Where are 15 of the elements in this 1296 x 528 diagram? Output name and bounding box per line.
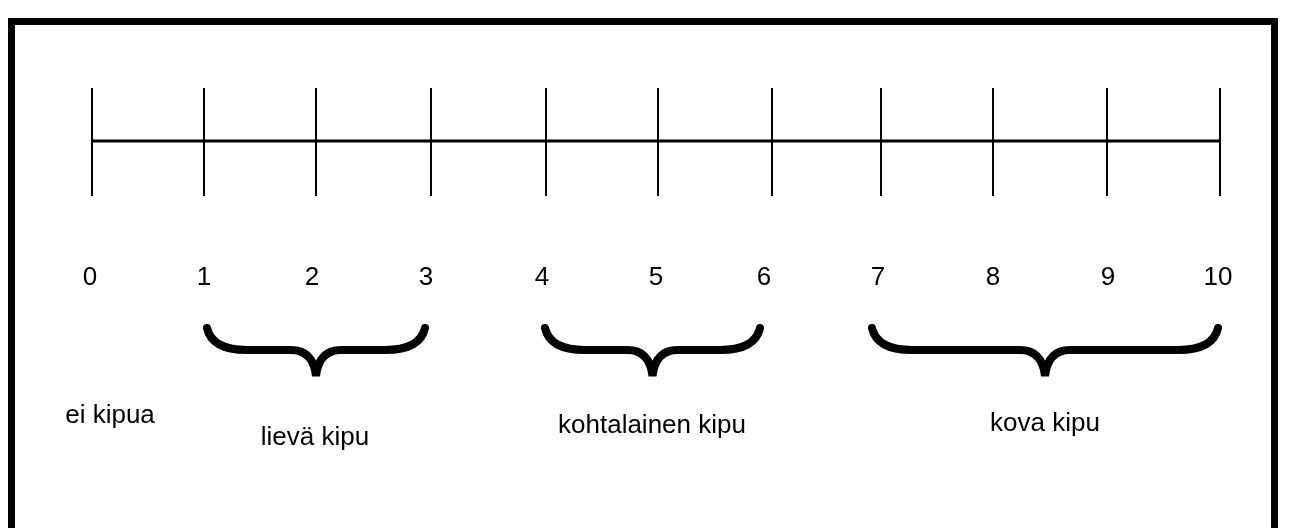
scale-number: 0: [82, 260, 98, 293]
pain-level-label: lievä kipu: [259, 420, 371, 453]
scale-number: 8: [985, 260, 1001, 293]
scale-number: 6: [756, 260, 772, 293]
pain-level-label: ei kipua: [64, 398, 156, 431]
scale-number: 9: [1100, 260, 1116, 293]
scale-number: 4: [534, 260, 550, 293]
pain-level-label: kohtalainen kipu: [557, 408, 747, 441]
scale-number: 1: [196, 260, 212, 293]
scale-number: 2: [304, 260, 320, 293]
pain-level-label: kova kipu: [989, 406, 1101, 439]
scale-number: 10: [1203, 260, 1233, 293]
scale-number: 5: [648, 260, 664, 293]
scale-number: 7: [870, 260, 886, 293]
scale-number: 3: [418, 260, 434, 293]
